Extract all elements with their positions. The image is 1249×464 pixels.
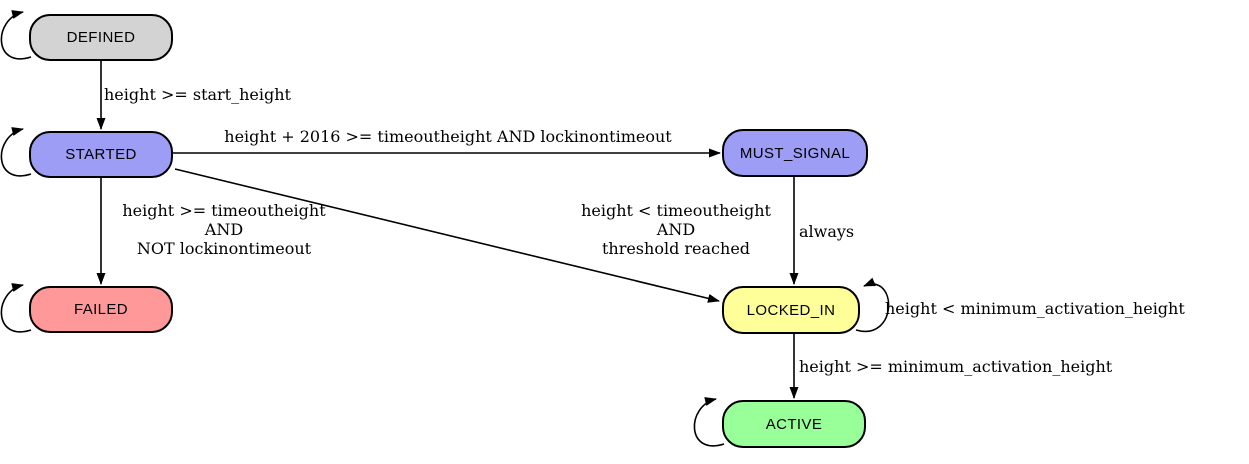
edge-label-mustsignal-lockedin: always <box>799 222 855 241</box>
state-failed: FAILED <box>29 286 173 333</box>
edge-label-lockedin-selfloop: height < minimum_activation_height <box>885 299 1185 318</box>
state-started: STARTED <box>29 131 173 178</box>
edge-label-started-lockedin: height < timeoutheight AND threshold rea… <box>581 201 771 258</box>
self-loop-active <box>693 397 725 447</box>
self-loop-started <box>0 127 32 177</box>
state-must-signal: MUST_SIGNAL <box>722 129 868 177</box>
edge-label-started-mustsignal: height + 2016 >= timeoutheight AND locki… <box>224 127 672 146</box>
self-loop-lockedin <box>855 277 890 333</box>
state-active: ACTIVE <box>722 400 866 448</box>
state-locked-in: LOCKED_IN <box>722 286 860 334</box>
self-loop-defined <box>0 10 32 60</box>
state-defined: DEFINED <box>29 14 173 61</box>
self-loop-failed <box>0 283 32 333</box>
edge-started-lockedin <box>174 168 720 303</box>
edge-label-started-failed: height >= timeoutheight AND NOT lockinon… <box>122 201 326 258</box>
edge-label-defined-started: height >= start_height <box>104 85 291 104</box>
edge-label-lockedin-active: height >= minimum_activation_height <box>799 357 1113 376</box>
